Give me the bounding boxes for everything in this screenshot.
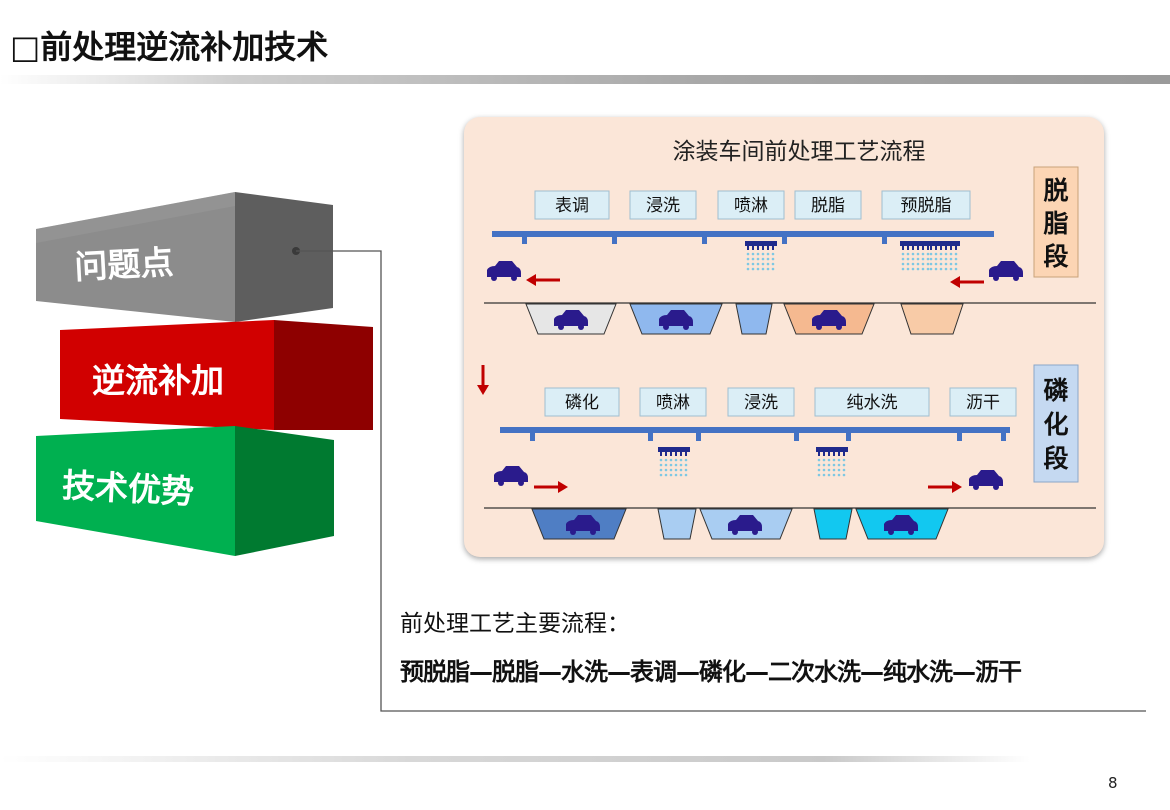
phosphate-tag: 磷 化 段 <box>1033 364 1079 483</box>
station-label: 浸洗 <box>646 196 680 216</box>
spray-nozzle-icon <box>745 241 777 271</box>
station-label: 脱脂 <box>811 196 845 216</box>
station-label: 磷化 <box>565 393 599 413</box>
diagram-title: 涂装车间前处理工艺流程 <box>673 139 926 165</box>
slide-title: □前处理逆流补加技术 <box>10 28 329 66</box>
advantage-block[interactable]: 技术优势 <box>36 426 334 556</box>
process-heading: 前处理工艺主要流程： <box>400 611 630 637</box>
flow-arrow-left-icon <box>950 276 984 288</box>
page-number: 8 <box>1108 774 1118 792</box>
problem-block-label: 问题点 <box>73 242 174 286</box>
flow-arrow-down-icon <box>477 365 489 395</box>
station-label: 喷淋 <box>656 393 690 413</box>
degrease-tag-char: 脱 <box>1043 176 1068 205</box>
station-label: 表调 <box>555 196 589 216</box>
station-label: 沥干 <box>966 393 1000 413</box>
spray-nozzle-icon <box>900 241 932 271</box>
process-diagram: 涂装车间前处理工艺流程 表调 浸洗 喷淋 脱脂 预脱脂 脱 脂 段 <box>477 139 1096 540</box>
degrease-conveyor <box>492 231 994 244</box>
spray-nozzle-icon <box>658 447 690 477</box>
degrease-station-labels: 表调 浸洗 喷淋 脱脂 预脱脂 <box>534 190 971 220</box>
station-label: 预脱脂 <box>901 196 952 216</box>
counterflow-block[interactable]: 逆流补加 <box>60 320 373 430</box>
degrease-tag-char: 脂 <box>1043 209 1068 238</box>
phosphate-tag-char: 磷 <box>1043 376 1068 405</box>
phosphate-tag-char: 化 <box>1043 410 1068 439</box>
process-diagram-panel: 涂装车间前处理工艺流程 表调 浸洗 喷淋 脱脂 预脱脂 脱 脂 段 <box>464 117 1104 557</box>
advantage-block-label: 技术优势 <box>61 466 195 512</box>
title-divider <box>0 75 1170 84</box>
car-body-icon <box>969 470 1003 490</box>
flow-arrow-right-icon <box>928 481 962 493</box>
degrease-tag: 脱 脂 段 <box>1033 166 1079 278</box>
car-body-icon <box>487 261 521 281</box>
station-label: 纯水洗 <box>847 393 898 413</box>
problem-block[interactable]: 问题点 <box>36 192 333 322</box>
station-label: 浸洗 <box>744 393 778 413</box>
flow-arrow-left-icon <box>526 274 560 286</box>
process-steps: 预脱脂—脱脂—水洗—表调—磷化—二次水洗—纯水洗—沥干 <box>400 658 1022 686</box>
phosphate-tag-char: 段 <box>1043 444 1068 473</box>
phosphate-station-labels: 磷化 喷淋 浸洗 纯水洗 沥干 <box>544 387 1017 417</box>
car-body-icon <box>989 261 1023 281</box>
concept-blocks: 问题点 逆流补加 技术优势 <box>36 192 373 556</box>
phosphate-conveyor <box>500 427 1010 441</box>
car-body-icon <box>494 466 528 486</box>
degrease-tanks <box>525 303 964 335</box>
counterflow-block-label: 逆流补加 <box>92 361 224 400</box>
spray-nozzle-icon <box>816 447 848 477</box>
station-label: 喷淋 <box>734 196 768 216</box>
footer-divider <box>0 756 1030 762</box>
spray-nozzle-icon <box>928 241 960 271</box>
degrease-tag-char: 段 <box>1043 242 1068 271</box>
flow-arrow-right-icon <box>534 481 568 493</box>
